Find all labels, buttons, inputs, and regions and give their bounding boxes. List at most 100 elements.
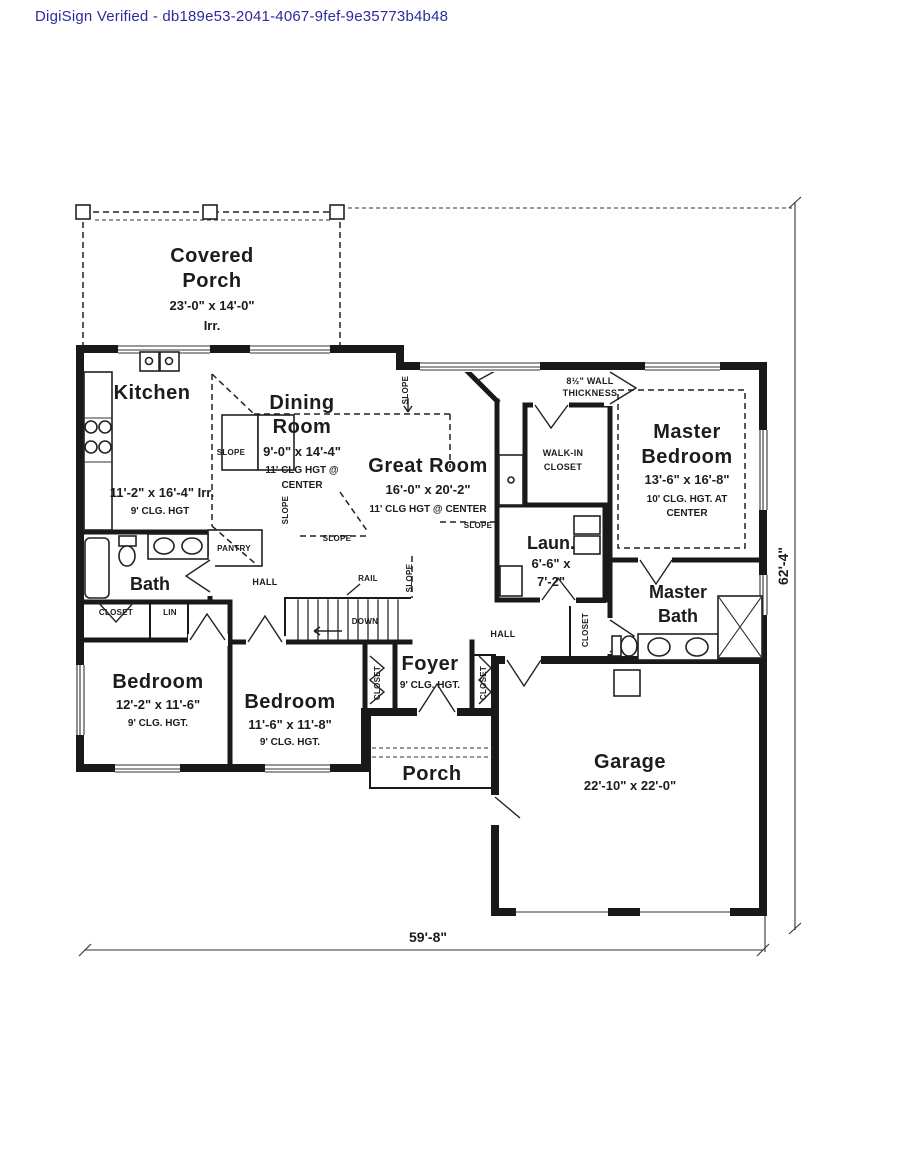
pantry-walls	[207, 529, 263, 567]
kitchen-label: Kitchen	[114, 382, 191, 404]
slope-label-2: SLOPE	[281, 495, 290, 524]
staircase	[284, 597, 411, 643]
garage-dims: 22'-10" x 22'-0"	[584, 778, 676, 793]
bedroom-left-dims: 12'-2" x 11'-6"	[116, 697, 200, 712]
covered-porch-note: Irr.	[204, 318, 221, 333]
ceiling-slope-lines	[211, 373, 746, 598]
master-tray-ceiling	[617, 389, 746, 549]
laundry-door	[541, 576, 576, 601]
dining-label2: Room	[273, 416, 332, 438]
foyer-ceiling: 9' CLG. HGT.	[400, 680, 460, 691]
master-bedroom-dims: 13'-6" x 16'-8"	[644, 472, 729, 487]
master-bedroom-ceiling: 10' CLG. HGT. AT	[647, 494, 728, 505]
linen-label: LIN	[163, 608, 177, 617]
kitchen-dims: 11'-2" x 16'-4" Irr.	[110, 485, 215, 500]
foyer-label: Foyer	[402, 653, 459, 675]
hall-closet-door	[97, 601, 135, 624]
water-heater	[613, 669, 641, 697]
pantry-label: PANTRY	[217, 544, 251, 553]
closet-label-hall: CLOSET	[581, 613, 590, 647]
bedroom-left-label: Bedroom	[112, 671, 203, 693]
rail-label: RAIL	[358, 574, 378, 583]
window	[265, 763, 330, 774]
great-room-ceiling: 11' CLG HGT @ CENTER	[369, 504, 487, 515]
master-bath-label: Master	[649, 582, 707, 602]
overall-width-dimension: 59'-8"	[409, 929, 447, 945]
slope-arrow	[403, 398, 413, 413]
front-door	[418, 682, 456, 713]
foyer-closet-bifold	[478, 655, 492, 705]
dining-ceiling2: CENTER	[281, 480, 323, 491]
bath-toilet	[118, 535, 137, 567]
bedroom-left-door	[189, 612, 226, 641]
laundry-dims2: 7'-2"	[537, 574, 565, 589]
digisign-verification-text: DigiSign Verified - db189e53-2041-4067-9…	[35, 8, 449, 25]
wall-thickness-note2: THICKNESS	[563, 388, 618, 398]
garage-entry-door	[506, 659, 542, 688]
slope-label-6: SLOPE	[464, 521, 493, 530]
master-bath-label2: Bath	[658, 606, 698, 626]
closet-label-bedroom: CLOSET	[373, 666, 382, 700]
doors	[97, 365, 673, 825]
great-room-label: Great Room	[368, 455, 487, 477]
bath-vanity	[147, 533, 209, 560]
wall-thickness-note: 8½" WALL	[566, 376, 613, 386]
walk-in-closet-label: WALK-IN	[543, 448, 584, 458]
walk-in-closet-label2: CLOSET	[544, 462, 583, 472]
window	[75, 665, 86, 735]
overall-height-dimension: 62'-4"	[775, 547, 791, 585]
front-porch	[369, 711, 496, 789]
kitchen-ceiling: 9' CLG. HGT	[131, 506, 190, 517]
master-bedroom-label2: Bedroom	[641, 446, 732, 468]
down-arrow	[313, 626, 342, 636]
bedroom-middle-door	[247, 614, 283, 643]
master-bedroom-ceiling2: CENTER	[666, 508, 708, 519]
bedroom-closet-bifold	[368, 655, 386, 705]
garage-side-door	[494, 796, 521, 819]
window	[758, 430, 769, 510]
closet-label-foyer: CLOSET	[479, 666, 488, 700]
window	[645, 361, 720, 372]
garage-door	[640, 906, 730, 918]
cooktop	[84, 420, 112, 454]
slope-label-4: SLOPE	[401, 375, 410, 404]
hall-label-2: HALL	[490, 629, 515, 639]
dimension-lines	[78, 196, 802, 957]
porch-label: Porch	[402, 763, 461, 785]
slope-label-5: SLOPE	[405, 563, 414, 592]
walk-in-closet-door	[534, 404, 569, 430]
down-label: DOWN	[352, 617, 379, 626]
dining-label: Dining	[269, 392, 334, 414]
master-shower	[717, 595, 763, 659]
window	[420, 361, 540, 372]
built-in-cabinet	[498, 454, 524, 506]
fixtures	[83, 351, 763, 697]
slope-label-1: SLOPE	[217, 448, 246, 457]
window	[250, 344, 330, 355]
covered-porch-dims: 23'-0" x 14'-0"	[169, 298, 254, 313]
bedroom-left-ceiling: 9' CLG. HGT.	[128, 718, 188, 729]
master-vanity	[637, 633, 719, 661]
master-bedroom-label: Master	[653, 421, 720, 443]
garage-label: Garage	[594, 751, 666, 773]
window	[115, 763, 180, 774]
washer-dryer	[573, 515, 601, 555]
bath-label: Bath	[130, 574, 170, 594]
laundry-dims: 6'-6" x	[532, 556, 572, 571]
bath-tub	[84, 537, 110, 599]
dining-ceiling: 11' CLG HGT @	[265, 465, 339, 476]
laundry-label: Laun.	[527, 533, 575, 553]
kitchen-island	[221, 414, 295, 471]
bedroom-middle-dims: 11'-6" x 11'-8"	[248, 717, 332, 732]
dining-dims: 9'-0" x 14'-4"	[263, 444, 341, 459]
covered-porch-label: Covered	[170, 245, 254, 267]
closet-label: CLOSET	[99, 608, 133, 617]
windows	[75, 344, 769, 918]
bath-door	[184, 559, 211, 593]
kitchen-sink	[139, 351, 180, 372]
rail-pointer	[346, 583, 361, 596]
bedroom-middle-ceiling: 9' CLG. HGT.	[260, 737, 320, 748]
covered-porch-label2: Porch	[182, 270, 241, 292]
